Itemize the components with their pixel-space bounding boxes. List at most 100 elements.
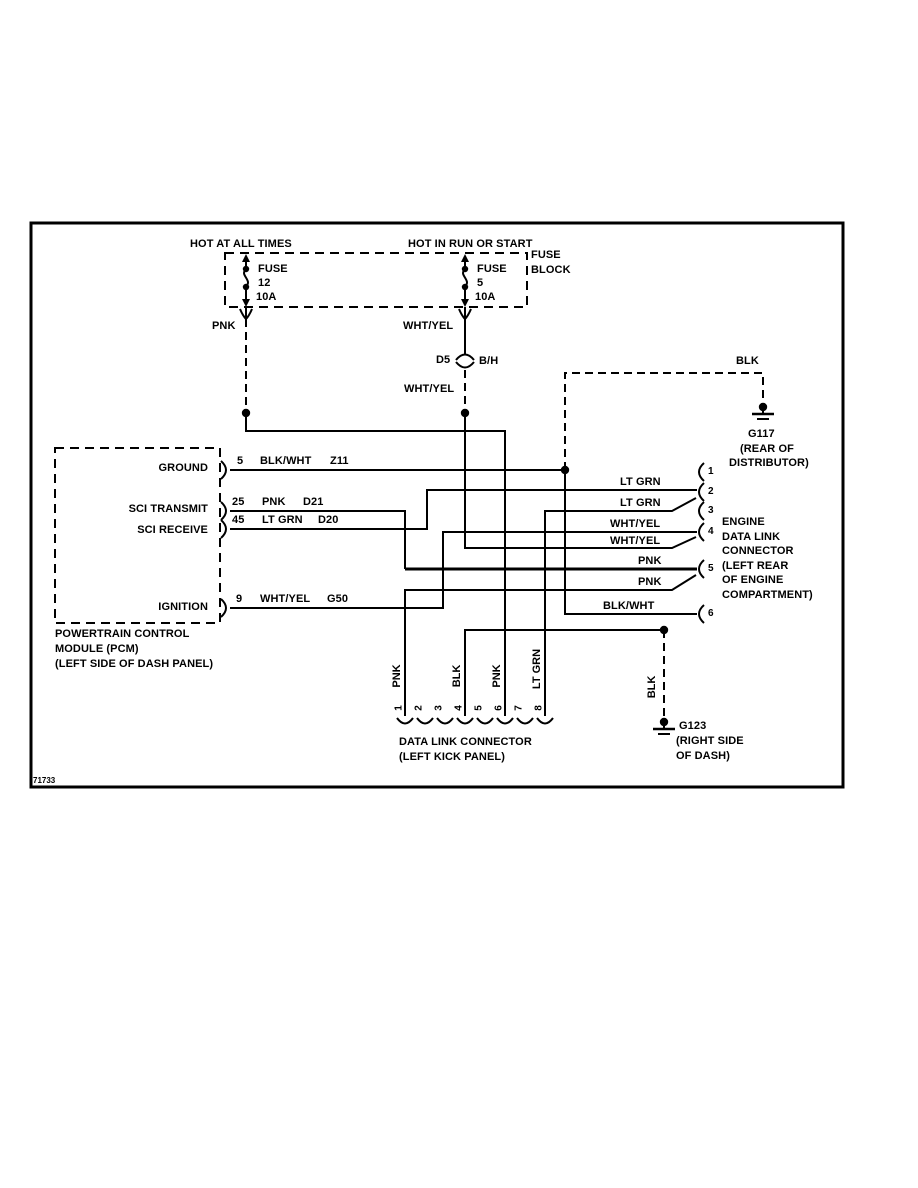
g117-ground-icon	[752, 402, 774, 420]
dlc-pin6-number: 6	[493, 705, 505, 711]
dlc-pin8-wire-label: LT GRN	[531, 648, 543, 690]
connector-terminal-icon	[458, 308, 472, 320]
dlc-pin5-number: 5	[473, 705, 485, 711]
pcm-pin25-number: 25	[232, 496, 245, 508]
g123-ground-icon	[653, 717, 675, 735]
wire-blk-wht-ground	[564, 470, 697, 615]
engine-dlc-pin5-number: 5	[708, 563, 714, 574]
splice-code-label: B/H	[479, 355, 499, 367]
pcm-ignition-label: IGNITION	[158, 601, 208, 613]
pnk-label-2: PNK	[638, 576, 662, 588]
arrow-down-icon	[242, 299, 250, 307]
dlc-pin6-bracket	[496, 717, 514, 725]
pnk-label-1: PNK	[638, 555, 662, 567]
diagram-border	[29, 221, 845, 789]
junction-dot	[560, 465, 570, 475]
dlc-pin6-wire-label: PNK	[491, 664, 503, 688]
pcm-pin45-circuit: D20	[318, 514, 339, 526]
dlc-pin4-wire-label: BLK	[451, 664, 463, 688]
engine-dlc-pin3-bracket	[698, 501, 705, 521]
dlc-pin1-number: 1	[393, 705, 405, 711]
engine-dlc-pin1-bracket	[698, 462, 705, 482]
dlc-pin5-bracket	[476, 717, 494, 725]
pnk-wire-label: PNK	[212, 320, 236, 332]
lt-grn-label-1: LT GRN	[620, 476, 661, 488]
junction-dot	[460, 408, 470, 418]
pcm-caption-line3: (LEFT SIDE OF DASH PANEL)	[55, 658, 214, 670]
blk-wht-label: BLK/WHT	[603, 600, 655, 612]
dashed-wires	[245, 319, 764, 717]
fuse12-number-label: 12	[258, 277, 271, 289]
g123-id-label: G123	[679, 720, 707, 732]
pcm-ground-label: GROUND	[158, 462, 208, 474]
wire-pnk-branch	[404, 574, 697, 716]
pcm-pin9-circuit: G50	[327, 593, 349, 605]
junction-dot	[241, 408, 251, 418]
fuse-12-symbol	[239, 254, 253, 320]
hot-in-run-or-start-label: HOT IN RUN OR START	[408, 238, 533, 250]
dlc-pin7-number: 7	[513, 705, 525, 711]
connector-terminal-icon	[239, 308, 253, 320]
engine-dlc-caption-6: COMPARTMENT)	[722, 589, 813, 601]
engine-dlc-caption-4: (LEFT REAR	[722, 560, 789, 572]
engine-dlc-pin2-number: 2	[708, 486, 714, 497]
dlc-pin8-bracket	[536, 717, 554, 725]
wire-d21-pnk	[230, 510, 406, 569]
wire-blk-g123	[464, 629, 664, 716]
fuse-block-label-line1: FUSE	[531, 249, 561, 261]
wht-yel-label-1: WHT/YEL	[610, 518, 661, 530]
g123-wire-label: BLK	[646, 675, 658, 699]
pcm-pin25-bracket	[220, 501, 227, 521]
wire-blk-g117-dashed	[564, 372, 764, 470]
fuse5-number-label: 5	[477, 277, 484, 289]
dlc-pin2-number: 2	[413, 705, 425, 711]
wire-fused-pnk	[245, 413, 506, 716]
g117-location-line2: DISTRIBUTOR)	[729, 457, 809, 469]
dlc-pin8-number: 8	[533, 705, 545, 711]
wire-lt-grn-branch	[544, 497, 697, 716]
dlc-pin3-bracket	[436, 717, 454, 725]
pcm-pin9-number: 9	[236, 593, 243, 605]
fuse-element-icon	[462, 269, 468, 287]
junction-dot	[659, 625, 669, 635]
pcm-pin45-number: 45	[232, 514, 245, 526]
dlc-caption-line2: (LEFT KICK PANEL)	[399, 751, 505, 763]
pcm-sci-receive-label: SCI RECEIVE	[137, 524, 208, 536]
splice-id-label: D5	[436, 354, 451, 366]
g117-wire-label: BLK	[736, 355, 759, 367]
arrow-up-icon	[461, 254, 469, 262]
dlc-pin2-bracket	[416, 717, 434, 725]
engine-dlc-pin1-number: 1	[708, 466, 714, 477]
dlc-pin4-number: 4	[453, 705, 465, 711]
engine-dlc-pin6-number: 6	[708, 608, 714, 619]
engine-dlc-pin3-number: 3	[708, 505, 714, 516]
engine-dlc-caption-3: CONNECTOR	[722, 545, 794, 557]
dlc-pin4-bracket	[456, 717, 474, 725]
g123-location-line1: (RIGHT SIDE	[676, 735, 744, 747]
pcm-sci-transmit-label: SCI TRANSMIT	[128, 503, 208, 515]
fuse12-name-label: FUSE	[258, 263, 288, 275]
wire-g50-wht-yel	[230, 531, 697, 609]
arrow-up-icon	[242, 254, 250, 262]
fuse5-name-label: FUSE	[477, 263, 507, 275]
wht-yel-wire-label: WHT/YEL	[403, 320, 454, 332]
pcm-pin9-wire-color: WHT/YEL	[260, 593, 311, 605]
wire-fused-wht-yel	[464, 413, 697, 549]
pcm-pin45-wire-color: LT GRN	[262, 514, 303, 526]
arrow-down-icon	[461, 299, 469, 307]
pcm-pin5-number: 5	[237, 455, 244, 467]
wire-d20-lt-grn	[230, 489, 697, 530]
g117-id-label: G117	[748, 428, 775, 440]
pcm-connector-brackets	[220, 460, 227, 618]
engine-dlc-pin2-bracket	[698, 482, 705, 502]
engine-dlc-pin5-bracket	[698, 559, 705, 579]
pcm-box	[54, 447, 221, 624]
dlc-pin3-number: 3	[433, 705, 445, 711]
dlc-caption-line1: DATA LINK CONNECTOR	[399, 736, 532, 748]
g123-location-line2: OF DASH)	[676, 750, 730, 762]
engine-dlc-caption-1: ENGINE	[722, 516, 765, 528]
pcm-pin25-circuit: D21	[303, 496, 324, 508]
fuse-element-icon	[243, 269, 249, 287]
fuse12-rating-label: 10A	[256, 291, 277, 303]
